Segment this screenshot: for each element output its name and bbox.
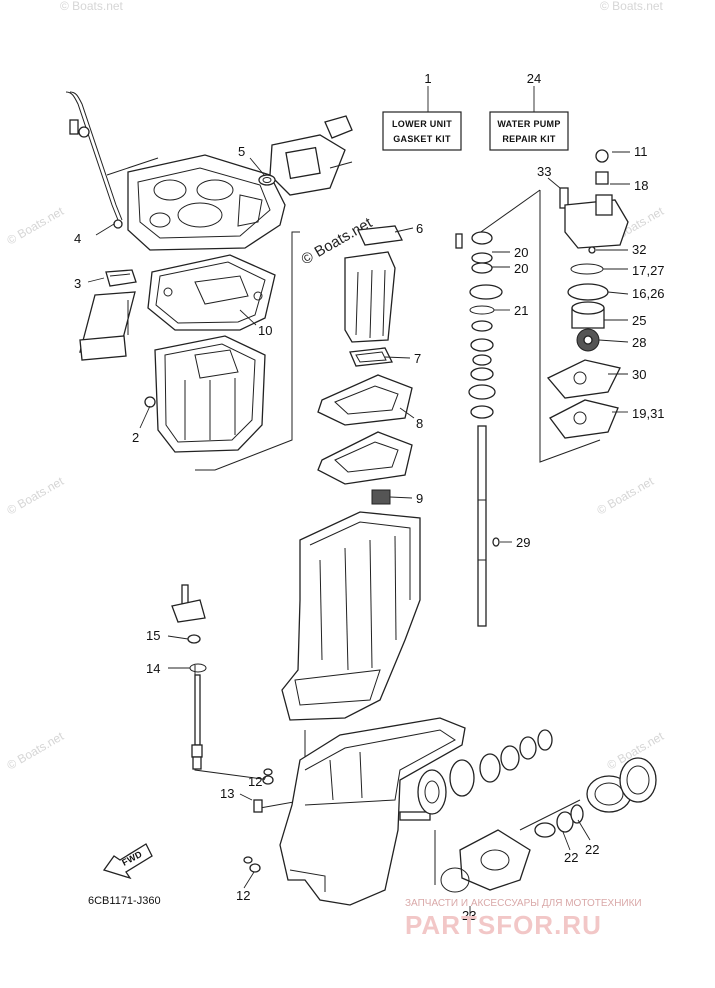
shift-rod-assembly (171, 584, 207, 770)
callout-label: 24 (527, 71, 541, 86)
callout-label: 12 (248, 774, 262, 789)
callout-label: 30 (632, 367, 646, 382)
callout-label: 10 (258, 323, 272, 338)
watermark: © Boats.net (5, 474, 67, 518)
upper-casing (127, 154, 286, 251)
callout-label: 11 (634, 144, 648, 159)
callout-label: 29 (516, 535, 530, 550)
callout-label: 9 (416, 491, 423, 506)
callout-label: 14 (146, 661, 160, 676)
callout-label: 1 (424, 71, 431, 86)
watermark: © Boats.net (5, 729, 67, 773)
callout-label: 17,27 (632, 263, 665, 278)
gasket-8 (317, 374, 413, 426)
drive-shaft-stack (455, 231, 503, 627)
callout-label: 4 (74, 231, 81, 246)
exhaust-manifold (344, 251, 396, 343)
gasket-10 (147, 254, 276, 331)
callout-label: 22 (585, 842, 599, 857)
watermark: © Boats.net (595, 474, 657, 518)
water-inlet-tube (79, 291, 136, 361)
lower-unit-gasket-kit: LOWER UNIT GASKET KIT 1 (382, 71, 462, 151)
callout-label: 19,31 (632, 406, 665, 421)
callout-label: 28 (632, 335, 646, 350)
callout-label: 12 (236, 888, 250, 903)
kit-label-line2: GASKET KIT (393, 134, 451, 144)
water-pump-repair-kit: WATER PUMP REPAIR KIT 24 (489, 71, 569, 151)
drive-shaft-housing (281, 511, 421, 721)
callout-label: 23 (462, 908, 476, 923)
callout-label: 20 (514, 245, 528, 260)
callout-label: 5 (238, 144, 245, 159)
shop-logo: PARTSFOR.RU (405, 910, 602, 940)
exhaust-plate (317, 431, 413, 485)
callout-label: 33 (537, 164, 551, 179)
callout-label: 18 (634, 178, 648, 193)
oil-dipstick (65, 91, 123, 229)
oil-pan (144, 335, 266, 453)
shop-watermark: ЗАПЧАСТИ И АКСЕССУАРЫ ДЛЯ МОТОТЕХНИКИ PA… (405, 898, 642, 940)
watermark: © Boats.net (5, 204, 67, 248)
diagram-code: 6CB1171-J360 (88, 895, 161, 907)
callout-label: 16,26 (632, 286, 665, 301)
gasket-6 (357, 225, 403, 246)
callout-label: 3 (74, 276, 81, 291)
gear-train (417, 729, 657, 893)
callout-label: 21 (514, 303, 528, 318)
callout-label: 7 (414, 351, 421, 366)
exhaust-guide (258, 115, 353, 196)
callouts: 11 33 18 5 6 20 20 32 17,27 4 3 16,26 21… (74, 144, 665, 923)
gasket-3 (105, 269, 137, 287)
gasket-7 (349, 347, 393, 367)
callout-label: 22 (564, 850, 578, 865)
kit-label-line2: REPAIR KIT (502, 134, 556, 144)
callout-label: 2 (132, 430, 139, 445)
callout-label: 20 (514, 261, 528, 276)
kit-label-line1: LOWER UNIT (392, 119, 452, 129)
watermark: © Boats.net (60, 0, 124, 13)
callout-label: 6 (416, 221, 423, 236)
callout-label: 32 (632, 242, 646, 257)
watermark: © Boats.net (600, 0, 664, 13)
callout-label: 13 (220, 786, 234, 801)
damper-9 (371, 489, 391, 505)
callout-label: 15 (146, 628, 160, 643)
lower-casing (243, 717, 466, 906)
water-pump-assembly (546, 149, 629, 439)
callout-label: 8 (416, 416, 423, 431)
kit-label-line1: WATER PUMP (497, 119, 560, 129)
shop-subtitle: ЗАПЧАСТИ И АКСЕССУАРЫ ДЛЯ МОТОТЕХНИКИ (405, 898, 642, 909)
fwd-arrow: FWD (102, 843, 153, 880)
callout-label: 25 (632, 313, 646, 328)
